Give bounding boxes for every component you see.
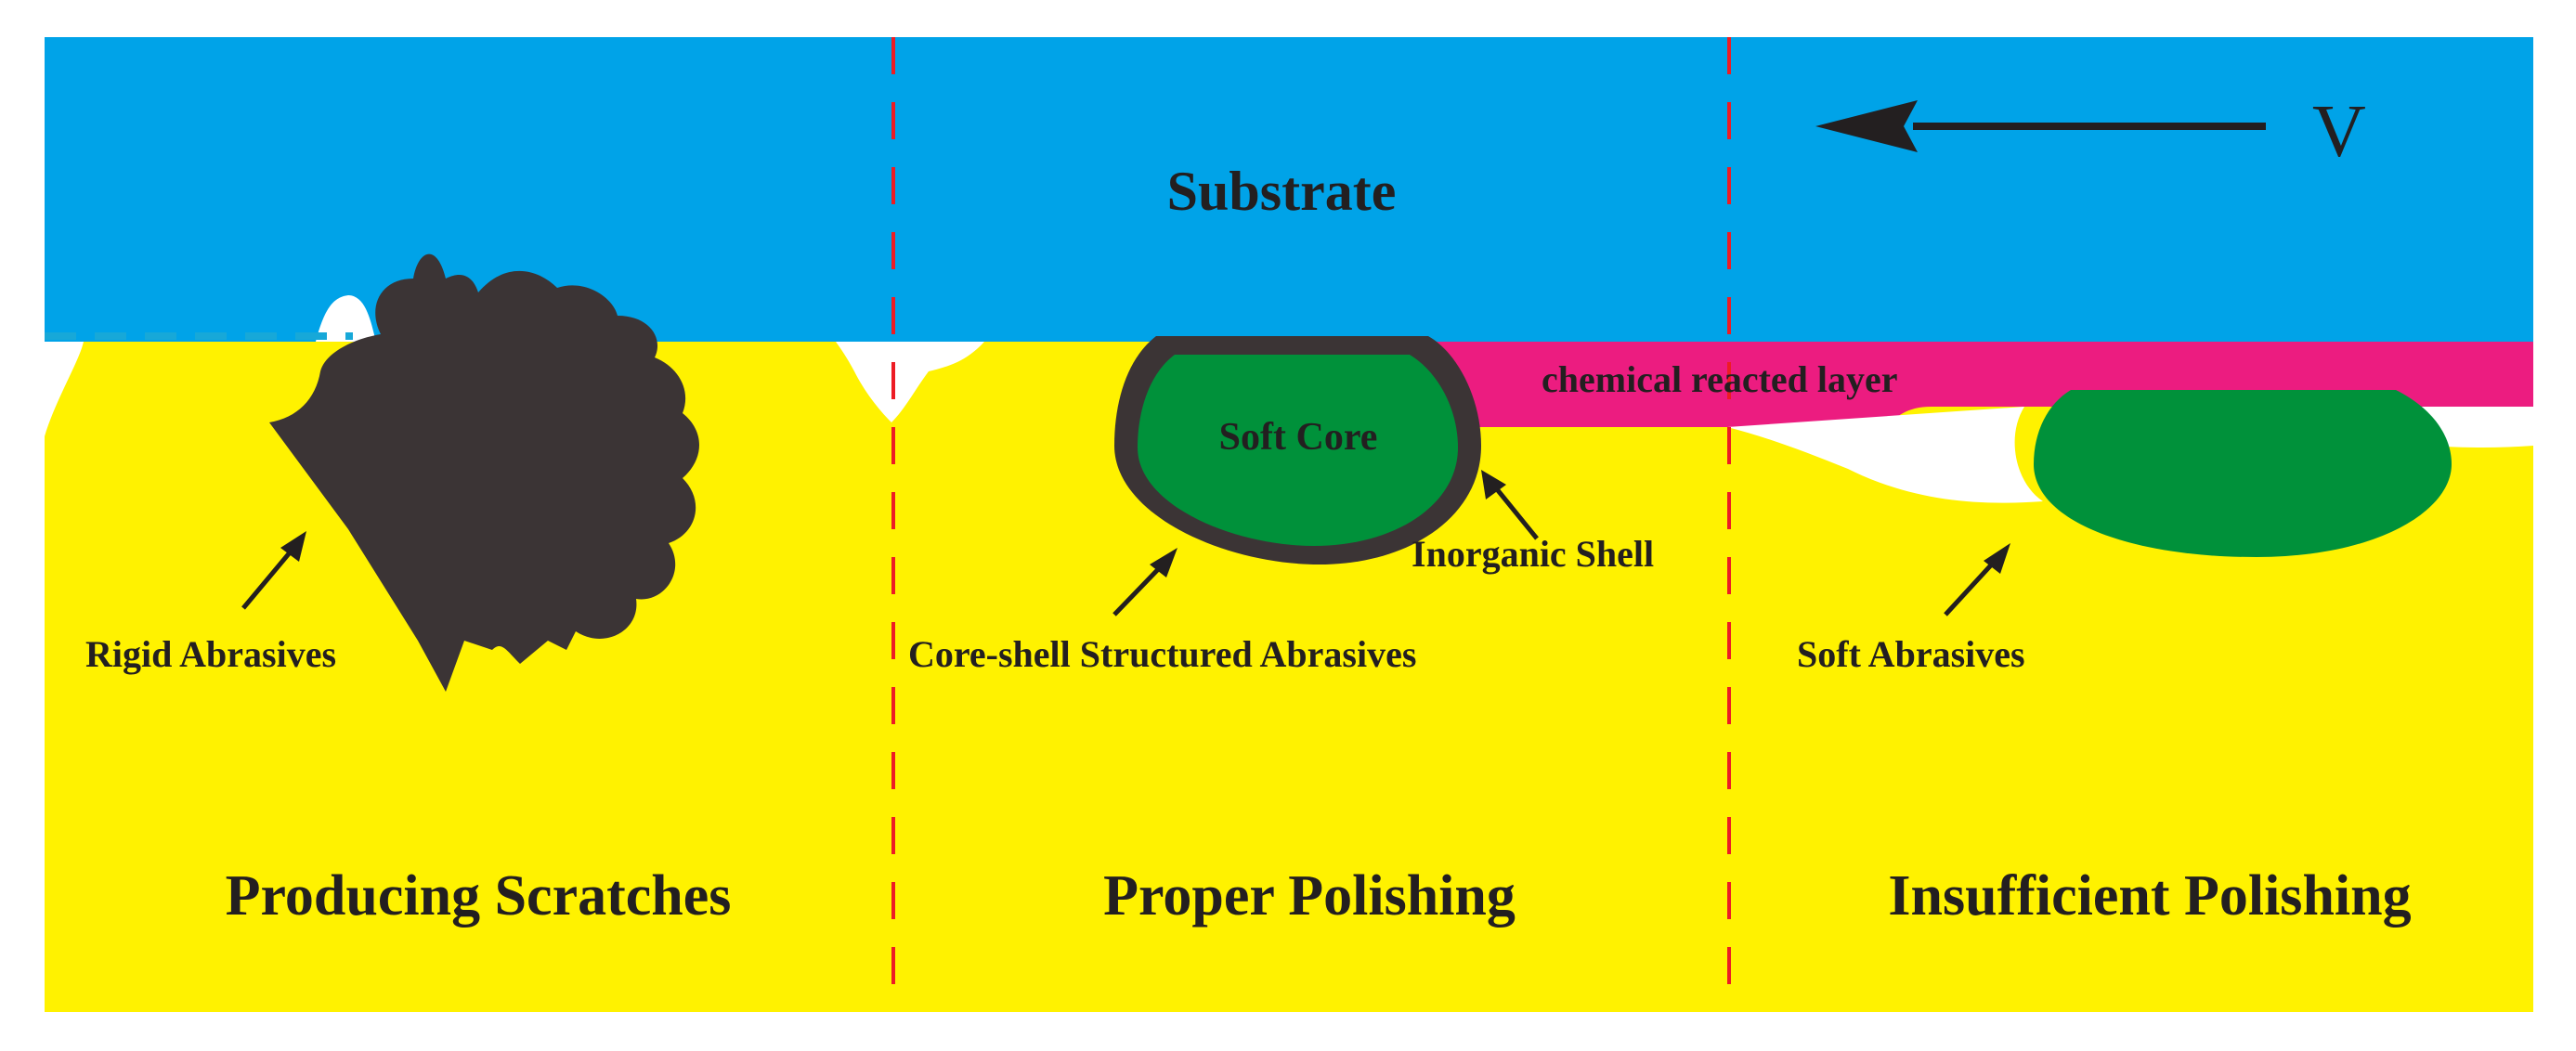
substrate-label: Substrate	[1167, 161, 1397, 222]
rigid-abrasives-label: Rigid Abrasives	[85, 633, 336, 675]
soft-abrasive-pointer	[1944, 555, 2000, 616]
velocity-label: V	[2312, 91, 2366, 173]
soft-abrasive-pointer-head	[1984, 543, 2010, 574]
soft-core-label: Soft Core	[1219, 416, 1378, 459]
core-shell-pointer	[1112, 560, 1167, 616]
chemical-layer-label: chemical reacted layer	[1542, 358, 1898, 400]
rigid-abrasive-pointer-head	[280, 531, 306, 562]
pad-gap-left	[45, 342, 84, 436]
pad-gap-left-2	[316, 295, 376, 342]
core-shell-abrasives-label: Core-shell Structured Abrasives	[908, 633, 1416, 675]
soft-abrasives-label: Soft Abrasives	[1797, 633, 2025, 675]
core-shell-pointer-head	[1150, 548, 1177, 577]
panel-title-insufficient-polishing: Insufficient Polishing	[1888, 864, 2411, 928]
soft-abrasive-particle	[2034, 390, 2452, 557]
pointer-arrows	[241, 470, 2010, 616]
panel-title-proper-polishing: Proper Polishing	[1103, 864, 1516, 928]
pad-gap-right	[1727, 407, 2043, 503]
inorganic-shell-label: Inorganic Shell	[1412, 533, 1654, 575]
rigid-abrasive-pointer	[241, 544, 297, 610]
inorganic-shell-pointer-head	[1481, 470, 1506, 500]
velocity-arrow-head	[1815, 100, 1918, 152]
rigid-abrasive-particle	[269, 253, 700, 692]
panel-title-producing-scratches: Producing Scratches	[226, 864, 732, 928]
soft-core	[1138, 355, 1458, 546]
inorganic-shell-pointer	[1491, 483, 1539, 540]
pad-gap-mid	[836, 342, 984, 422]
